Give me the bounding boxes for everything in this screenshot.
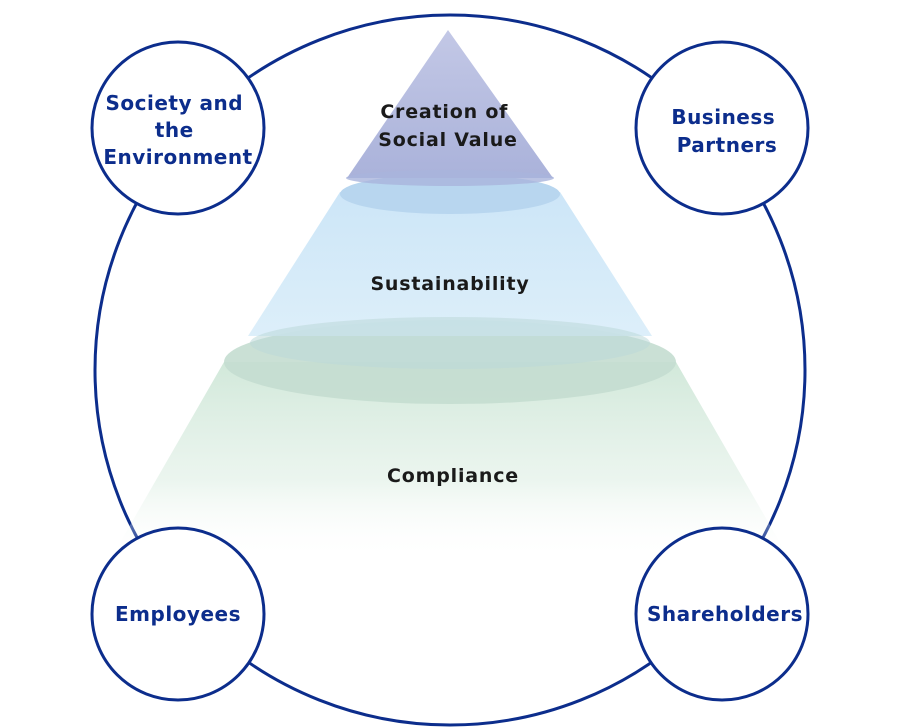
compliance-tier bbox=[110, 362, 790, 560]
stakeholder-partners-circle bbox=[634, 40, 810, 216]
tier-label-creation-line-2: Social Value bbox=[378, 129, 517, 151]
tier-label-compliance: Compliance bbox=[387, 465, 519, 487]
tier-label-creation-line-1: Creation of bbox=[380, 101, 508, 123]
stakeholder-employees-circle bbox=[90, 526, 266, 702]
stakeholder-society-line-2: the bbox=[155, 118, 194, 142]
stakeholder-shareholders-circle bbox=[634, 526, 810, 702]
stakeholder-employees-label: Employees bbox=[115, 602, 241, 626]
outer-ring bbox=[93, 13, 807, 727]
social-value-tier bbox=[347, 30, 553, 178]
stakeholder-partners-line-2: Partners bbox=[677, 133, 778, 157]
stakeholder-society-circle bbox=[90, 40, 266, 216]
stakeholder-shareholders: Shareholders bbox=[634, 526, 810, 702]
stakeholder-shareholders-label: Shareholders bbox=[647, 602, 803, 626]
stakeholder-partners: Business Partners bbox=[634, 40, 810, 216]
sustainability-tier-base-ellipse bbox=[250, 317, 650, 369]
stakeholder-partners-line-1: Business bbox=[671, 105, 775, 129]
social-value-tier-base-ellipse bbox=[346, 170, 554, 186]
stakeholder-employees: Employees bbox=[90, 526, 266, 702]
sustainability-tier bbox=[248, 192, 652, 336]
tier-label-sustainability: Sustainability bbox=[370, 273, 529, 295]
stakeholder-society-line-1: Society and bbox=[106, 91, 244, 115]
stakeholder-partners-label: Business Partners bbox=[671, 105, 782, 157]
stakeholder-society-label: Society and the Environment bbox=[103, 91, 252, 169]
stakeholder-society-line-3: Environment bbox=[103, 145, 252, 169]
tier-label-creation: Creation of Social Value bbox=[378, 101, 517, 151]
stakeholder-society: Society and the Environment bbox=[90, 40, 266, 216]
